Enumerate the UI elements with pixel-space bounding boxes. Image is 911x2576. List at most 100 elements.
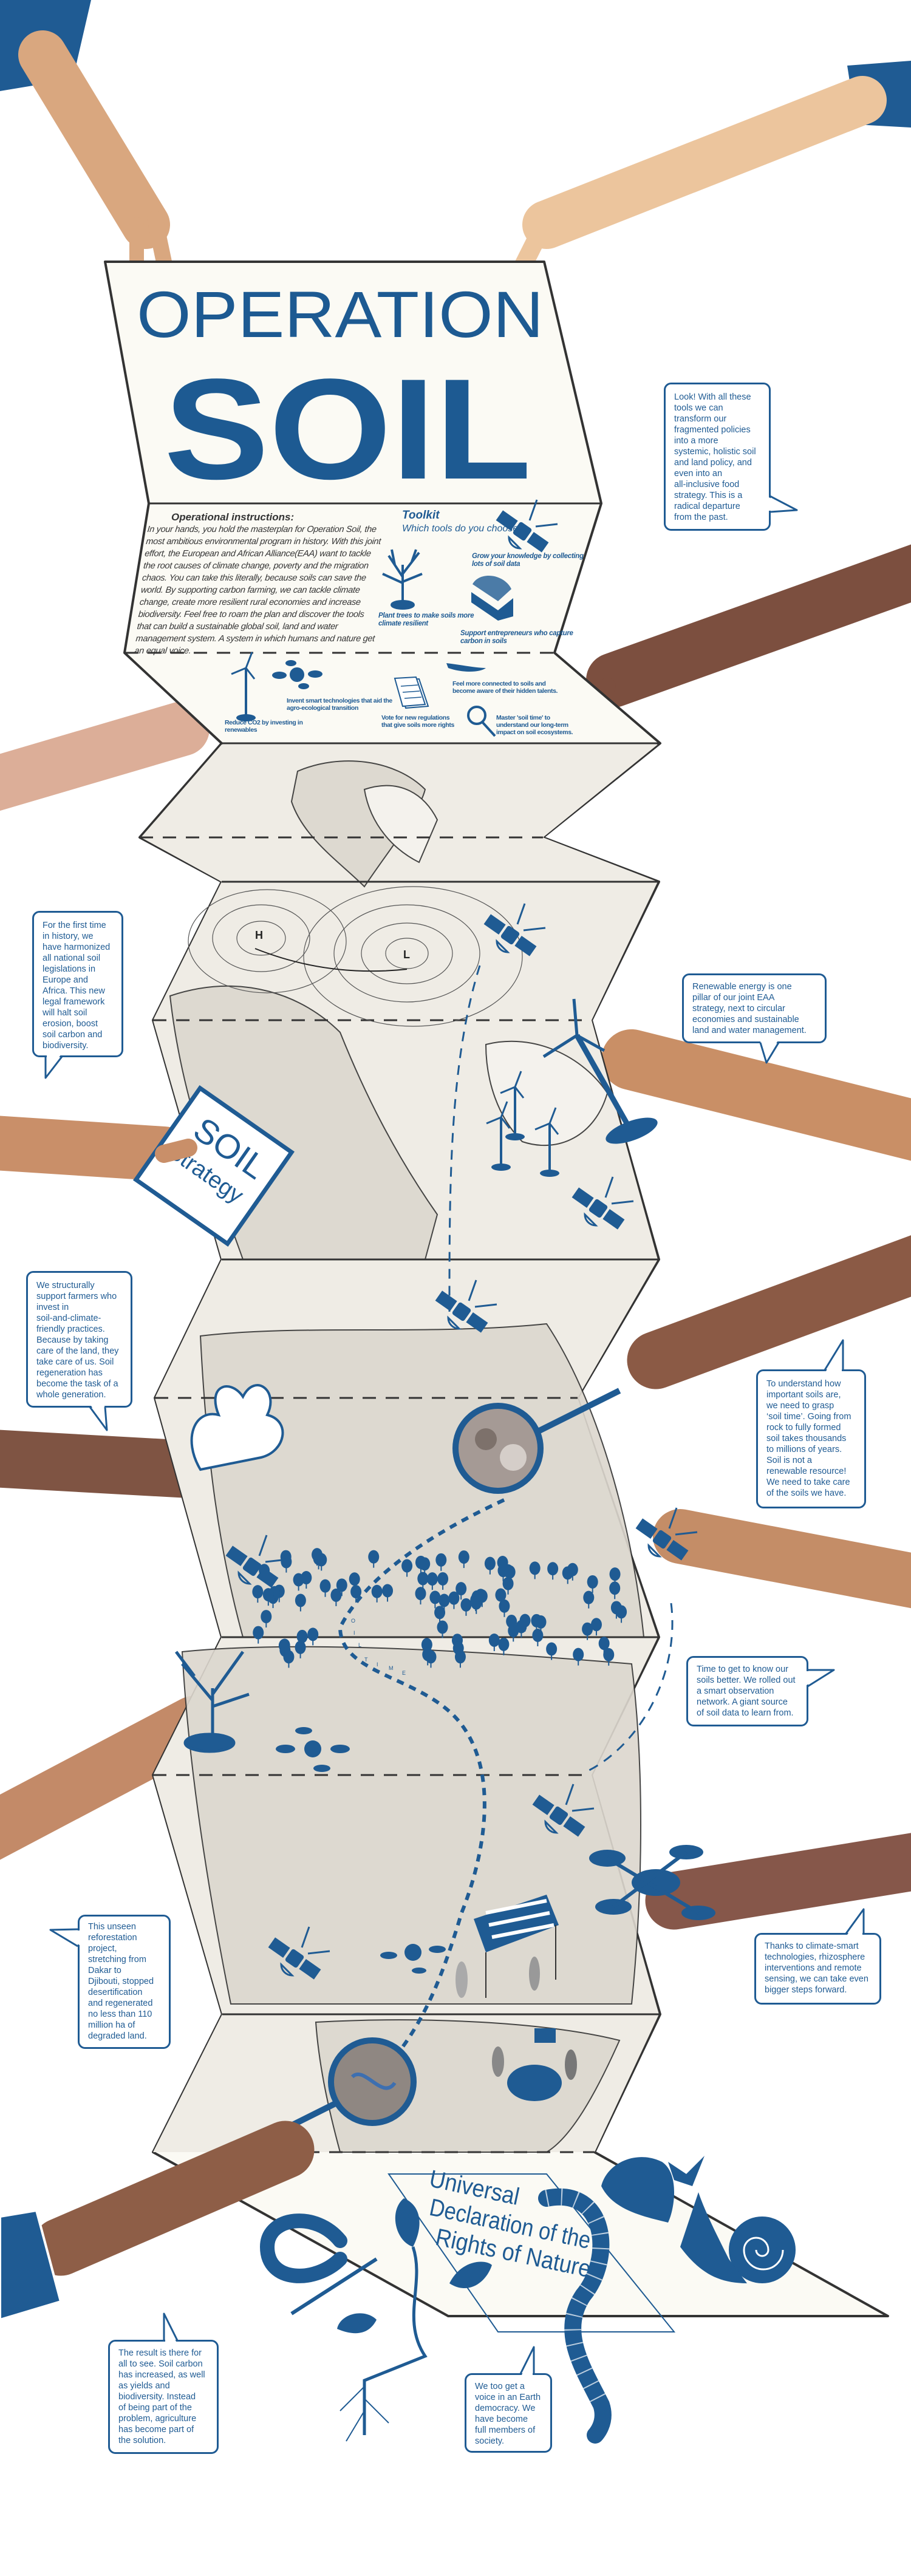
worm-icon [259, 2213, 378, 2315]
tree-icon [583, 1590, 595, 1609]
soil-box-icon [471, 576, 513, 621]
tree-held[interactable] [175, 1651, 250, 1753]
tool-regulations[interactable]: Vote for new regulations that give soils… [381, 714, 454, 729]
title-operation: OPERATION [137, 278, 544, 351]
tool-soil-data[interactable]: Grow your knowledge by collecting lots o… [472, 553, 584, 568]
tree-icon [435, 1553, 447, 1571]
tree-icon [307, 1627, 319, 1646]
wind-turbine-held[interactable] [542, 998, 661, 1149]
tree-icon [295, 1593, 306, 1612]
tree-icon [371, 1584, 383, 1603]
tree-icon [253, 1626, 264, 1644]
tree-icon [301, 1571, 312, 1589]
tool-smart-technologies[interactable]: Invent smart technologies that aid the a… [287, 697, 392, 712]
speech-bubble-soil-time: To understand how important soils are, w… [756, 1369, 866, 1508]
tree-icon [281, 1555, 292, 1573]
tree-icon [350, 1585, 362, 1603]
magnifier-held[interactable] [452, 1388, 621, 1494]
tree-icon [425, 1650, 437, 1668]
toolkit-heading: Toolkit [402, 509, 440, 522]
tree-icon [312, 1548, 323, 1566]
tree-icon [458, 1550, 469, 1569]
tree-icon [499, 1599, 510, 1617]
tree-icon [330, 1588, 342, 1606]
title-soil: SOIL [164, 349, 531, 509]
satellite-link [448, 965, 481, 1312]
tree-icon [437, 1620, 448, 1638]
arm-right-4 [653, 1509, 911, 1609]
tree-icon [454, 1650, 466, 1668]
soil-time-path [338, 1498, 505, 2066]
drone-icon [276, 1727, 446, 1974]
instructions-body: In your hands, you hold the masterplan f… [134, 525, 381, 656]
fold-lines [125, 502, 660, 2153]
thumb [155, 1139, 197, 1163]
tree-icon [368, 1550, 380, 1568]
plant-held[interactable] [190, 1384, 284, 1471]
weather-contours [188, 886, 523, 1027]
reforestation-trees [252, 1548, 627, 1668]
earth-democracy-meeting [492, 2028, 577, 2101]
tree-icon [429, 1590, 441, 1609]
arm-left-4 [0, 1695, 223, 1860]
satellite-orbit [582, 1603, 674, 1774]
speech-bubble-nature-voice: We too get a voice in an Earth democracy… [465, 2373, 552, 2453]
worm-icon [538, 2188, 612, 2444]
tool-connection[interactable]: Feel more connected to soils and become … [452, 680, 558, 695]
arm-left-1 [0, 701, 210, 811]
tree-icon [603, 1647, 615, 1666]
tree-icon [382, 549, 423, 610]
tree-icon [295, 1640, 306, 1658]
pen-icon [290, 2257, 378, 2315]
toolkit-question: Which tools do you choose? [402, 523, 524, 534]
tree-icon [610, 1601, 622, 1619]
mole-icon [601, 2157, 674, 2223]
soil-time-letter: T [364, 1657, 368, 1663]
soil-time-letter: I [377, 1661, 378, 1668]
tree-icon [504, 1565, 516, 1583]
tree-icon [498, 1637, 510, 1655]
tree-icon [502, 1576, 514, 1595]
tree-icon [336, 1578, 347, 1596]
sleeve-bottom-left [0, 2209, 63, 2322]
drone-held[interactable] [589, 1845, 715, 1920]
tree-icon [261, 1610, 272, 1628]
tree-icon [415, 1587, 426, 1605]
snail-icon [680, 2192, 796, 2283]
market-stall [455, 1895, 559, 1998]
tree-icon [547, 1562, 559, 1580]
tool-plant-trees[interactable]: Plant trees to make soils more climate r… [378, 612, 474, 627]
soil-time-letter: I [353, 1630, 355, 1636]
tree-icon [562, 1566, 573, 1584]
arm-right-3 [627, 1235, 911, 1389]
speech-bubble-observation: Time to get to know our soils better. We… [686, 1656, 808, 1726]
tree-icon [252, 1585, 264, 1603]
speech-bubble-legislation: For the first time in history, we have h… [32, 911, 123, 1057]
tree-icon [598, 1637, 610, 1655]
tree-icon [448, 1591, 460, 1609]
bird-icon [668, 2156, 705, 2186]
tree-icon [455, 1582, 467, 1600]
tool-soil-time[interactable]: Master 'soil time' to understand our lon… [496, 714, 573, 736]
tool-carbon-entrepreneurs[interactable]: Support entrepreneurs who capture carbon… [460, 630, 573, 645]
arm-right-1 [586, 544, 911, 707]
hands [0, 0, 911, 1930]
hand-soil-icon [446, 663, 486, 672]
tree-icon [475, 1589, 486, 1607]
low-pressure-label: L [403, 949, 410, 961]
arm-top-right [522, 76, 887, 249]
tree-icon [488, 1634, 500, 1652]
tree-icon [460, 1598, 472, 1616]
tree-icon [495, 1588, 507, 1606]
speech-bubble-reforestation: This unseen reforestation project, stret… [78, 1915, 171, 2049]
soil-time-letter: L [358, 1642, 361, 1648]
magnifier-icon [467, 706, 496, 737]
speech-bubble-result: The result is there for all to see. Soil… [108, 2340, 219, 2454]
arm-left-2 [0, 1116, 191, 1181]
tree-icon [529, 1561, 541, 1579]
speech-bubble-technologies: Thanks to climate-smart technologies, rh… [754, 1933, 881, 2005]
document-icon [394, 676, 429, 709]
tool-renewables[interactable]: Reduce CO2 by investing in renewables [225, 719, 303, 734]
magnifier-held[interactable] [265, 2037, 417, 2141]
